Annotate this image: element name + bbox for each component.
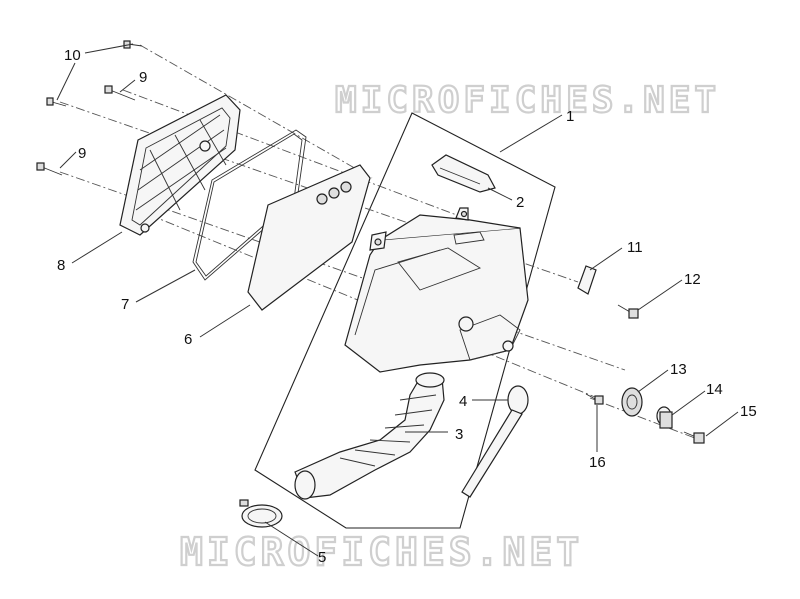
part-13-grommet <box>621 387 643 417</box>
callout-2: 2 <box>516 194 524 211</box>
callout-3: 3 <box>455 426 463 443</box>
callout-6: 6 <box>184 331 192 348</box>
callout-10: 10 <box>64 47 81 64</box>
callout-13: 13 <box>670 361 687 378</box>
callout-8: 8 <box>57 257 65 274</box>
callout-1: 1 <box>566 108 574 125</box>
part-4-drain-tube <box>461 385 529 498</box>
part-7-gasket <box>192 129 307 281</box>
part-3-intake-duct <box>294 372 445 500</box>
callout-4: 4 <box>459 393 467 410</box>
callout-7: 7 <box>121 296 129 313</box>
part-15-bolt <box>683 431 705 444</box>
callout-16: 16 <box>589 454 606 471</box>
leader-lines <box>56 43 739 557</box>
part-16-screw <box>585 393 604 405</box>
callout-11: 11 <box>627 239 643 256</box>
part-9-screw-a <box>104 85 136 101</box>
part-9-screw-b <box>36 162 63 176</box>
part-14-bushing <box>656 406 673 429</box>
part-6-filter-element <box>247 164 371 311</box>
assembly-group-outline <box>254 112 556 529</box>
part-5-clamp <box>239 499 283 528</box>
callout-15: 15 <box>740 403 757 420</box>
watermark-bottom: MICROFICHES.NET <box>180 530 583 574</box>
callout-9-upper: 9 <box>139 69 147 86</box>
part-11-clip <box>577 265 597 295</box>
part-2-cap <box>431 154 496 193</box>
callout-9-lower: 9 <box>78 145 86 162</box>
callout-5: 5 <box>318 549 326 566</box>
watermark-top: MICROFICHES.NET <box>335 80 720 121</box>
callout-12: 12 <box>684 271 701 288</box>
part-8-filter-cover <box>119 94 241 236</box>
callout-14: 14 <box>706 381 723 398</box>
part-12-screw <box>617 304 639 319</box>
part-1-air-box <box>344 207 529 373</box>
part-10-screw-b <box>46 97 67 107</box>
